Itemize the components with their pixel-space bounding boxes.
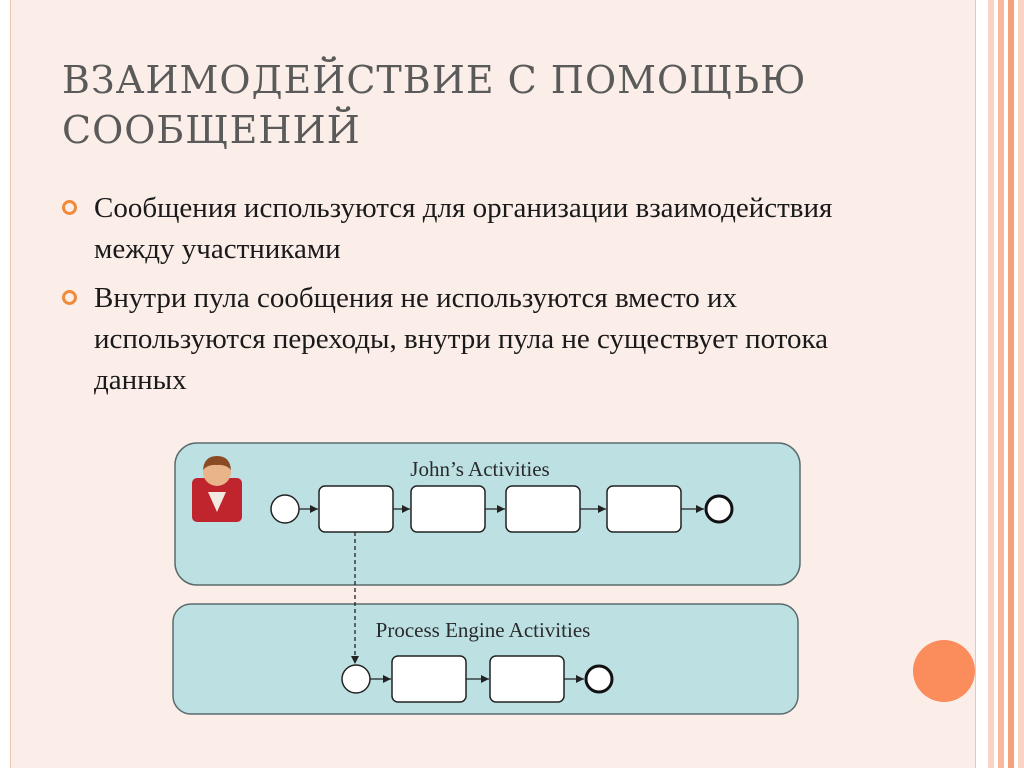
bpmn-diagram: John’s Activities Process Engine Activit… — [172, 442, 801, 715]
slide-title: Взаимодействие с помощью сообщений — [62, 58, 807, 152]
task-box — [489, 655, 565, 703]
task-box — [606, 485, 682, 533]
stripe — [1008, 0, 1014, 768]
bullet-item: Сообщения используются для организации в… — [62, 188, 912, 270]
end-event-icon — [704, 494, 734, 524]
decorative-circle — [913, 640, 975, 702]
pool-label: Process Engine Activities — [376, 618, 591, 642]
bullet-text: Сообщения используются для организации в… — [94, 192, 833, 265]
task-box — [318, 485, 394, 533]
user-avatar-icon — [192, 456, 242, 522]
stripe — [1018, 0, 1024, 768]
pool-process-engine-activities: Process Engine Activities — [172, 603, 799, 715]
task-box — [505, 485, 581, 533]
bullet-marker-icon — [62, 290, 77, 305]
task-box — [410, 485, 486, 533]
pool-label: John’s Activities — [410, 457, 549, 481]
bullet-list: Сообщения используются для организации в… — [62, 188, 912, 409]
start-event-icon — [270, 494, 300, 524]
pool-johns-activities: John’s Activities — [174, 442, 801, 586]
start-event-icon — [341, 664, 371, 694]
stripe — [988, 0, 994, 768]
pool-frame — [172, 603, 799, 715]
bullet-marker-icon — [62, 200, 77, 215]
end-event-icon — [584, 664, 614, 694]
task-box — [391, 655, 467, 703]
bullet-text: Внутри пула сообщения не используются вм… — [94, 282, 829, 396]
stripe — [998, 0, 1004, 768]
bullet-item: Внутри пула сообщения не используются вм… — [62, 278, 912, 401]
pool-frame — [174, 442, 801, 586]
decorative-stripes — [976, 0, 1024, 768]
